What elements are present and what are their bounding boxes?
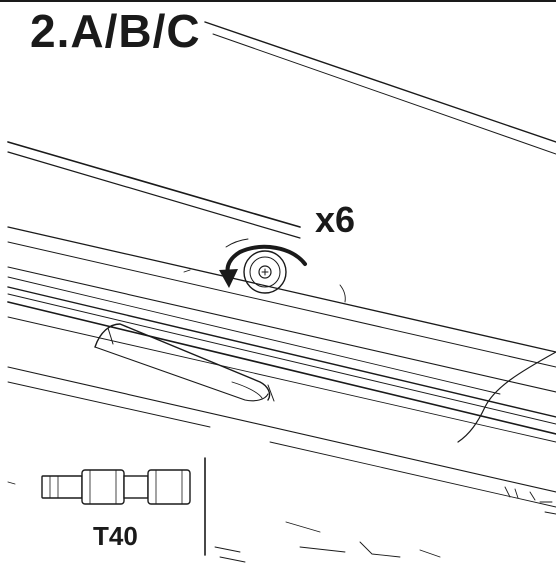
step-title: 2.A/B/C — [30, 5, 201, 57]
tool-label: T40 — [93, 521, 138, 551]
quantity-label: x6 — [315, 199, 356, 240]
torx-bit-icon — [41, 469, 191, 505]
